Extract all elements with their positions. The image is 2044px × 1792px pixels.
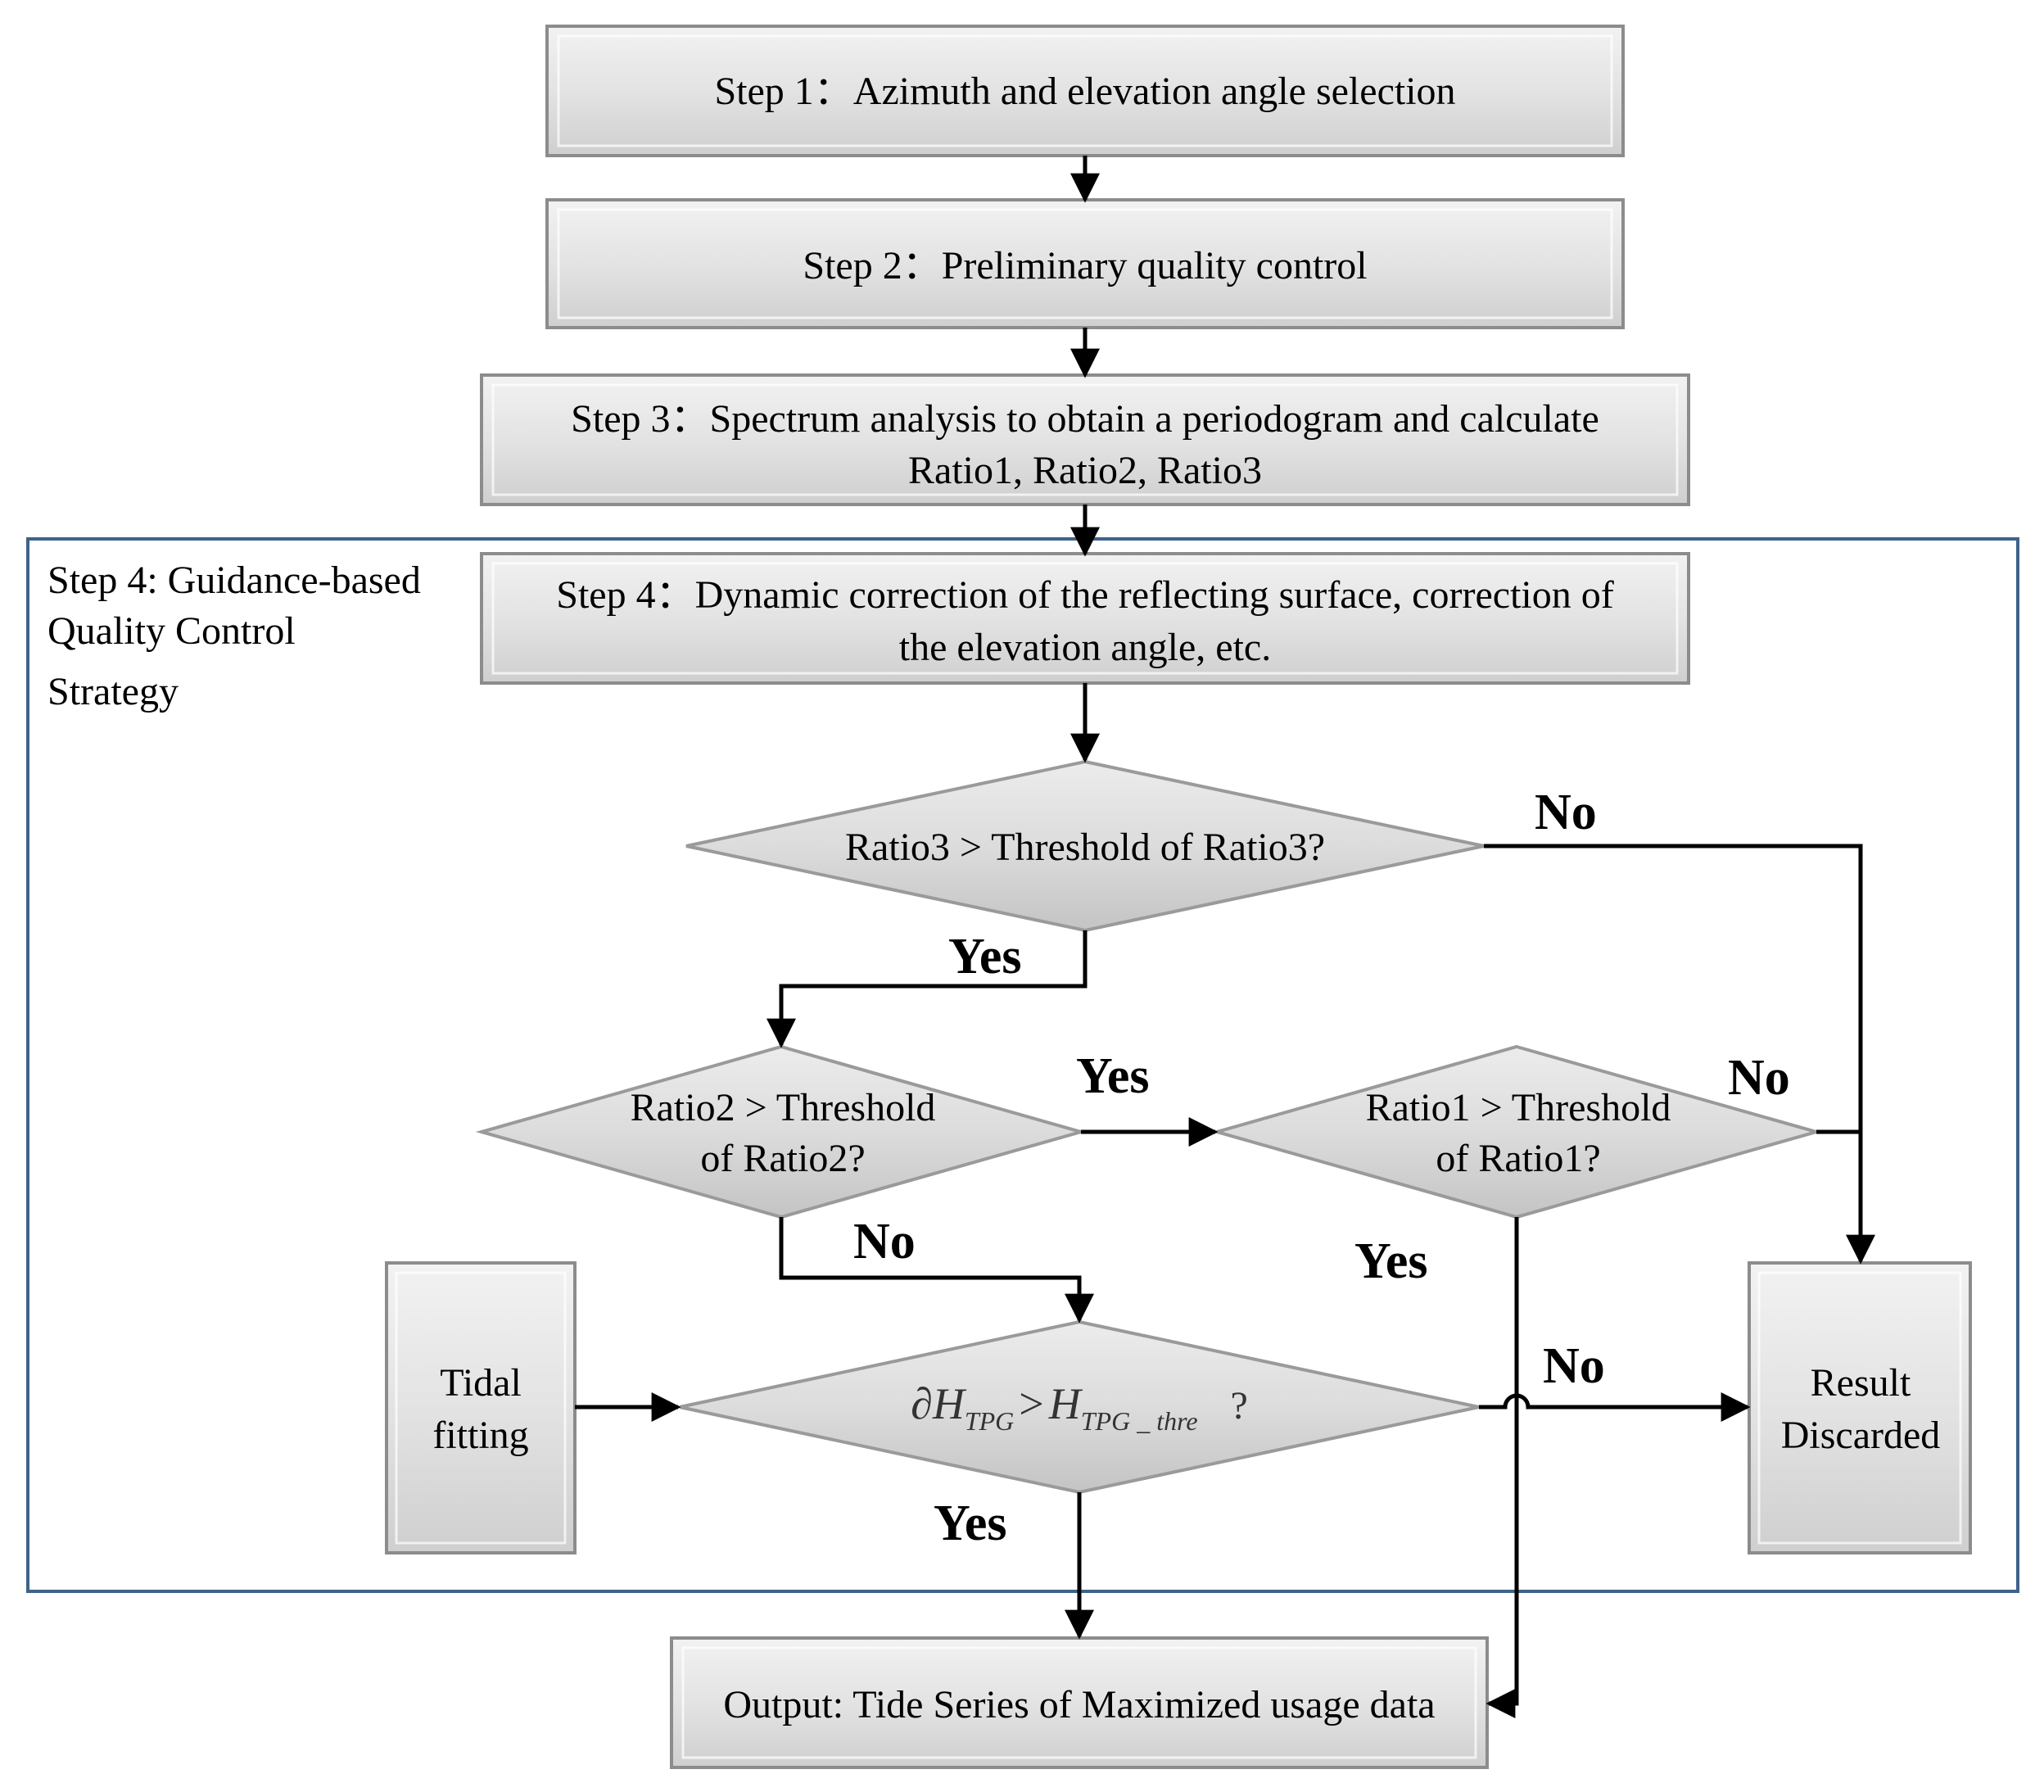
edge-ratio3-no-discard <box>1484 844 1875 1265</box>
subscript-tpg-thre: TPG _ thre <box>1081 1406 1198 1436</box>
greater-than-symbol: > <box>1019 1379 1043 1428</box>
step2-box: Step 2：Preliminary quality control <box>545 198 1625 329</box>
edge-ratio2-no-tpg <box>779 1217 1094 1324</box>
branch-label-yes: Yes <box>948 929 1022 984</box>
decision-ratio2: Ratio2 > Threshold of Ratio2? <box>475 1044 1088 1220</box>
decision-ratio1-label-line1: Ratio1 > Threshold <box>1366 1086 1671 1129</box>
step3-box: Step 3：Spectrum analysis to obtain a per… <box>480 373 1690 506</box>
decision-ratio3-label: Ratio3 > Threshold of Ratio3? <box>845 826 1325 869</box>
decision-ratio1: Ratio1 > Threshold of Ratio1? <box>1210 1044 1823 1220</box>
decision-ratio1-label-line2: of Ratio1? <box>1436 1137 1600 1180</box>
branch-label-no: No <box>853 1214 916 1269</box>
strategy-label-line2: Quality Control <box>47 609 296 653</box>
decision-ratio3: Ratio3 > Threshold of Ratio3? <box>685 759 1485 933</box>
branch-label-yes: Yes <box>934 1496 1007 1551</box>
h-symbol-2: H <box>1048 1379 1083 1428</box>
decision-ratio2-label-line1: Ratio2 > Threshold <box>631 1086 936 1129</box>
edge-ratio1-yes-output <box>1486 1217 1519 1718</box>
question-mark: ? <box>1231 1384 1248 1428</box>
strategy-frame <box>26 537 2019 1593</box>
step1-box: Step 1：Azimuth and elevation angle selec… <box>545 25 1625 157</box>
tidal-fitting-label-line2: fitting <box>432 1414 528 1457</box>
subscript-tpg: TPG <box>965 1406 1014 1436</box>
edge-tpg-no-discard <box>1479 1392 1751 1422</box>
step3-label-line1: Step 3：Spectrum analysis to obtain a per… <box>571 397 1599 441</box>
decision-tpg: ∂HTPG>HTPG _ thre? <box>679 1319 1480 1495</box>
branch-label-no: No <box>1535 785 1597 840</box>
tidal-fitting-box: Tidal fitting <box>385 1261 577 1554</box>
output-box: Output: Tide Series of Maximized usage d… <box>670 1636 1489 1769</box>
output-label: Output: Tide Series of Maximized usage d… <box>723 1683 1435 1726</box>
branch-label-yes: Yes <box>1076 1048 1150 1104</box>
decision-tpg-formula: ∂HTPG>HTPG _ thre? <box>911 1379 1248 1436</box>
strategy-label-line1: Step 4: Guidance-based <box>47 559 421 602</box>
step3-label-line2: Ratio1, Ratio2, Ratio3 <box>908 449 1262 492</box>
branch-label-no: No <box>1728 1050 1790 1106</box>
h-symbol-1: H <box>932 1379 967 1428</box>
result-discarded-label-line1: Result <box>1811 1361 1911 1405</box>
tidal-fitting-label-line1: Tidal <box>440 1361 522 1405</box>
result-discarded-label-line2: Discarded <box>1781 1414 1941 1457</box>
branch-label-yes: Yes <box>1354 1233 1428 1289</box>
edge-ratio3-yes-ratio2 <box>766 930 1088 1048</box>
strategy-label-line3: Strategy <box>47 670 179 713</box>
partial-symbol: ∂ <box>911 1379 933 1428</box>
step4-box: Step 4：Dynamic correction of the reflect… <box>480 552 1690 685</box>
step4-label-line2: the elevation angle, etc. <box>899 626 1271 669</box>
decision-ratio2-label-line2: of Ratio2? <box>700 1137 865 1180</box>
step2-label: Step 2：Preliminary quality control <box>803 244 1367 287</box>
step1-label: Step 1：Azimuth and elevation angle selec… <box>714 70 1455 113</box>
step4-label-line1: Step 4：Dynamic correction of the reflect… <box>556 573 1613 617</box>
result-discarded-box: Result Discarded <box>1748 1261 1972 1554</box>
branch-label-no: No <box>1543 1338 1605 1394</box>
